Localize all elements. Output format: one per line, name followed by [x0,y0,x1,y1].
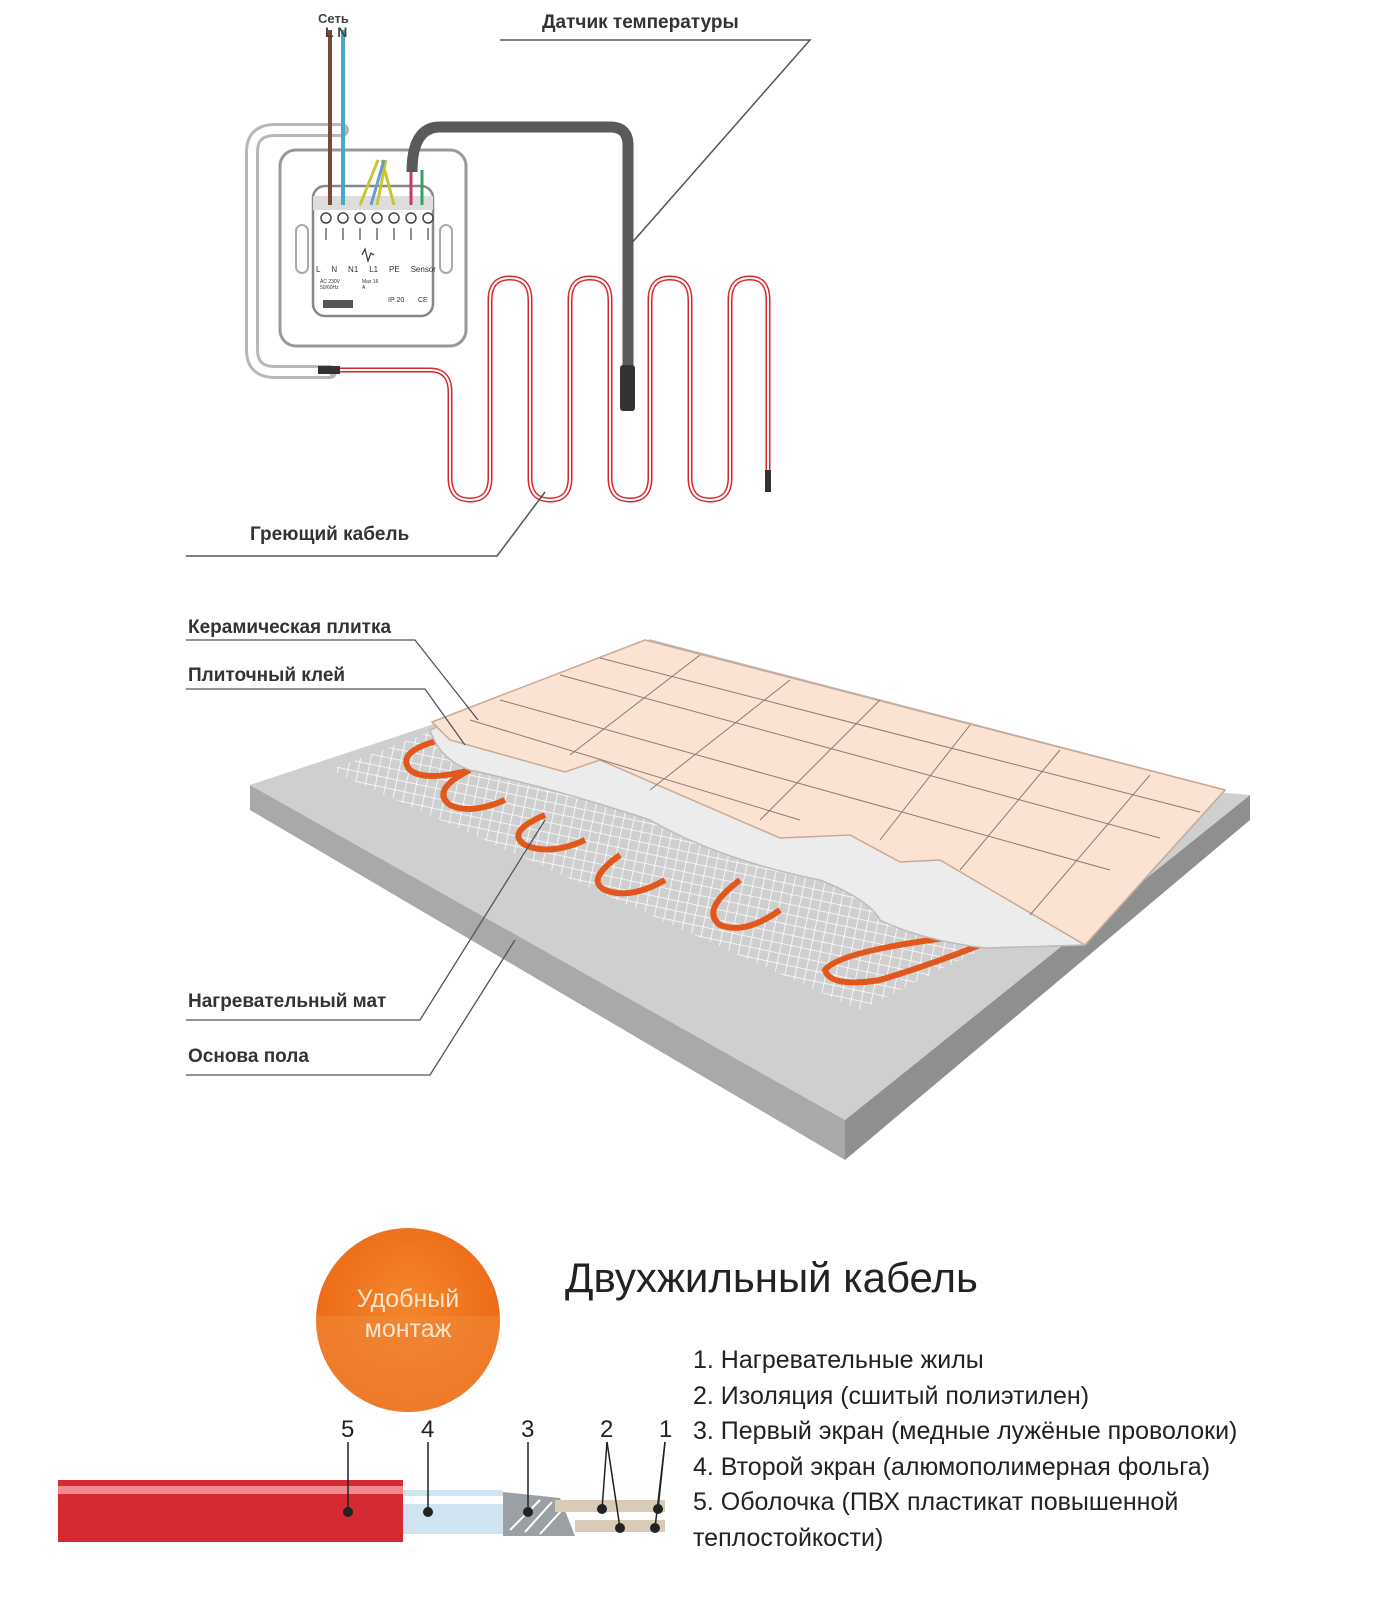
rating-mid: Max 16 A [362,279,379,291]
terminal-label: Sensor [410,265,436,274]
slab-right-side [845,795,1250,1160]
terminal-screws [320,212,434,224]
slab-left-side [250,785,845,1160]
wiring-diagram [186,30,812,557]
list-item: 1. Нагревательные жилы [693,1346,984,1374]
terminal-label: PE [389,265,400,274]
easy-install-badge: Удобный монтаж [316,1228,500,1412]
network-label: Сеть [318,11,349,26]
network-phases: L N [325,24,348,40]
adhesive-label: Плиточный клей [188,665,346,686]
tile-label: Керамическая плитка [188,617,392,638]
floor-layers [186,639,1250,1160]
terminal-label: N1 [348,265,359,274]
insulation-top [555,1500,665,1512]
sensor-probe [620,365,635,411]
terminal-label: L [316,265,321,274]
list-item: 5. Оболочка (ПВХ пластикат повышенной [693,1488,1179,1516]
terminal-label: L1 [369,265,379,274]
list-item: 3. Первый экран (медные лужёные проволок… [693,1417,1238,1445]
copper-screen [503,1492,575,1536]
ceramic-tile-layer [430,639,1227,946]
callout-2: 2 [600,1416,614,1443]
callout-1: 1 [659,1416,673,1443]
mat-label: Нагревательный мат [188,991,387,1012]
sensor-label: Датчик температуры [542,12,739,33]
badge-line2: монтаж [364,1315,452,1343]
mat-cable [403,737,982,986]
callout-5: 5 [341,1416,355,1443]
callout-3: 3 [521,1416,535,1443]
callout-4: 4 [421,1416,435,1443]
list-item: 2. Изоляция (сшитый полиэтилен) [693,1381,1090,1410]
base-label: Основа пола [188,1046,309,1067]
rating-left: AC 230V 50/60Hz [320,279,341,291]
list-item: теплостойкости) [693,1523,884,1552]
cable-title: Двухжильный кабель [565,1254,978,1301]
heating-mat-mesh [330,728,1000,1010]
cable-components-list: 1. Нагревательные жилы 2. Изоляция (сшит… [693,1343,1237,1556]
sensor-cable [406,121,634,380]
cable-illustration [58,1441,666,1542]
ce-mark: CE [418,297,428,304]
ip-rating: IP 20 [388,297,405,304]
terminal-labels: L N N1 L1 PE Sensor [316,265,436,274]
badge-line1: Удобный [356,1285,460,1313]
list-item: 4. Второй экран (алюмополимерная фольга) [693,1452,1211,1481]
heating-cable-label: Греющий кабель [250,524,410,545]
tile-grid [469,654,1201,916]
terminal-label: N [331,265,338,274]
